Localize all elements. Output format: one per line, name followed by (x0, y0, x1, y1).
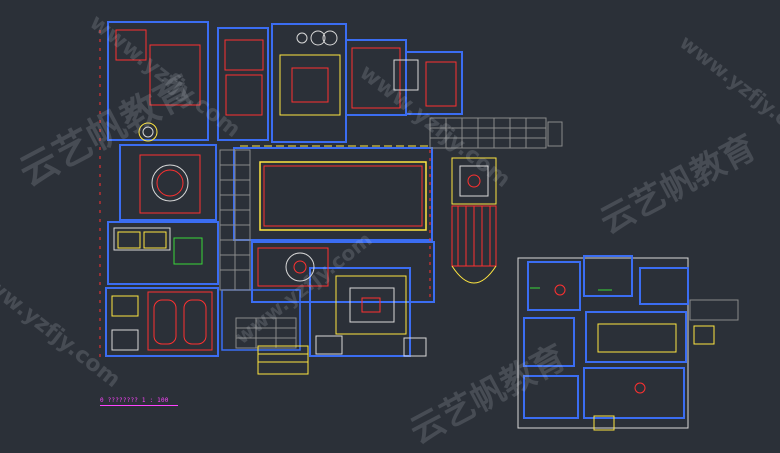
drawing-scale-caption: 0 ???????? 1 : 100 (100, 397, 169, 404)
caption-underline (100, 405, 178, 406)
main-house-plan (99, 21, 563, 375)
secondary-building-plan (517, 255, 739, 431)
